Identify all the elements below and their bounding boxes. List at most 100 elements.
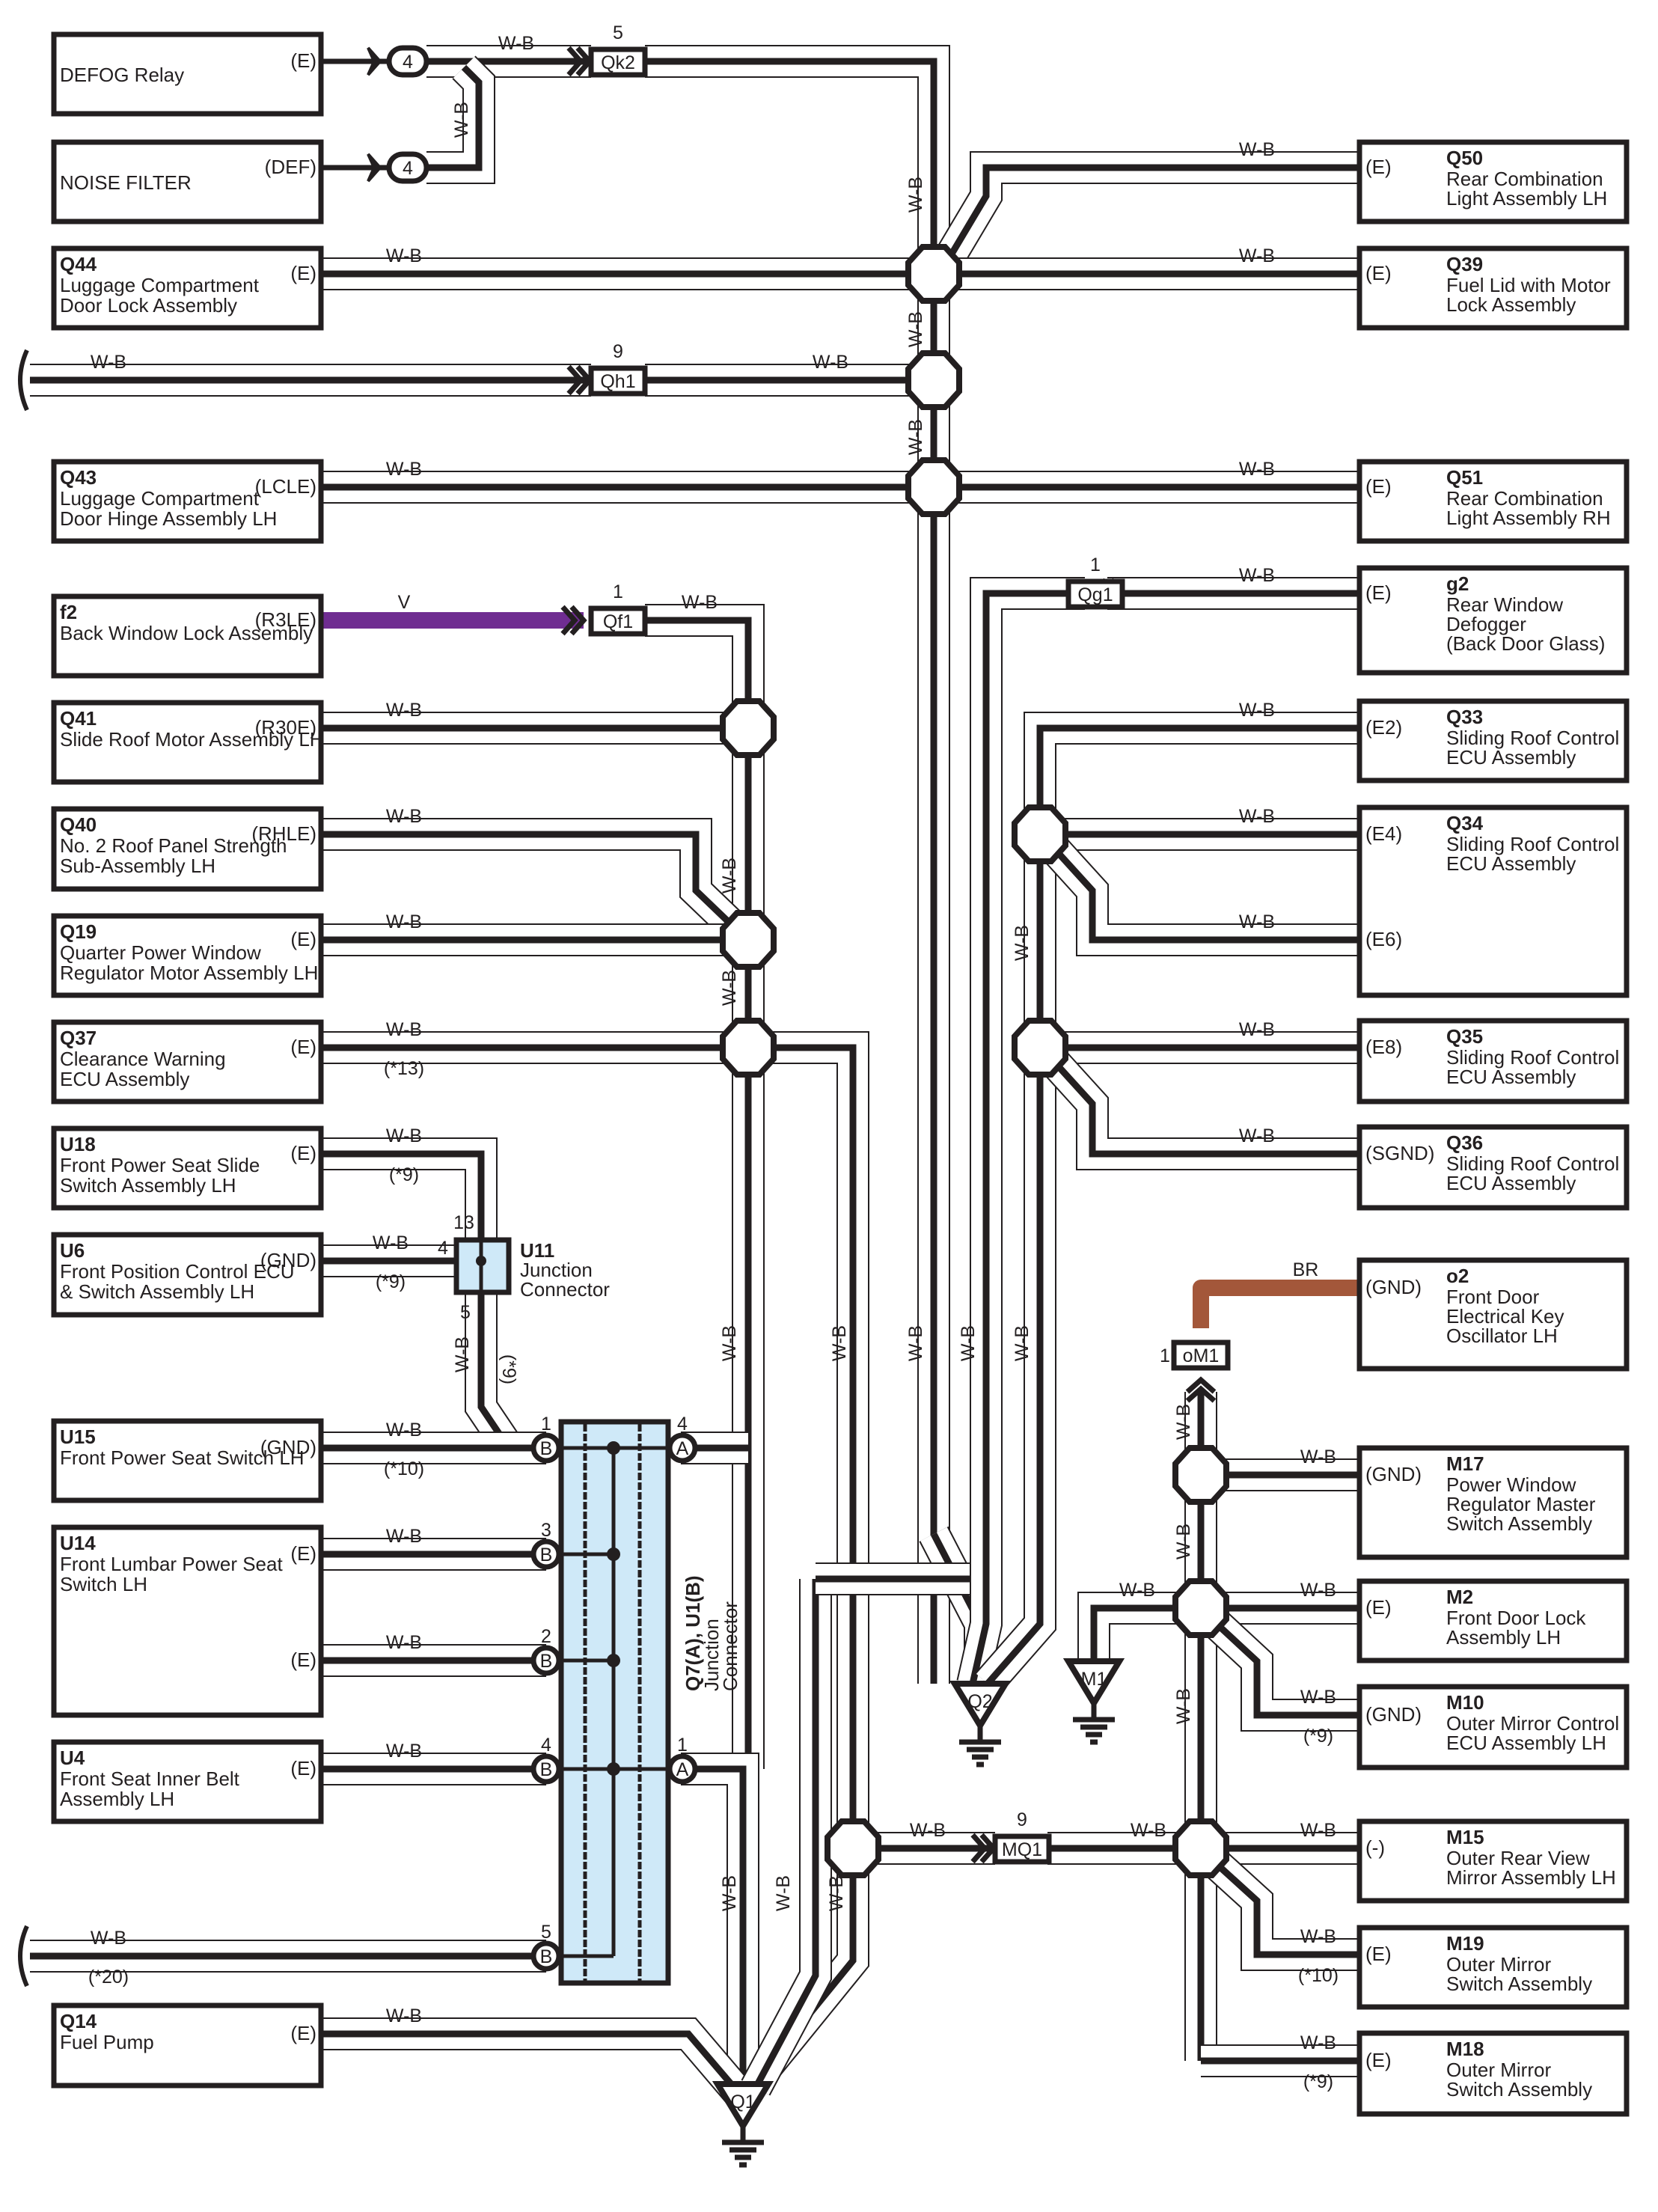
wire-q40[interactable]	[321, 831, 736, 929]
component-box[interactable]	[1356, 565, 1630, 676]
pin-connector[interactable]	[386, 45, 429, 78]
wire-m1[interactable]	[1090, 1604, 1201, 1661]
wire-left-trunk[interactable]	[645, 617, 752, 1769]
junction-pin-b[interactable]	[530, 1645, 562, 1676]
wire-q34-e6-gap	[1044, 839, 1359, 955]
junction-pin-b[interactable]	[530, 1432, 562, 1464]
component-box[interactable]	[51, 2002, 324, 2089]
junction-pin-a[interactable]	[667, 1753, 698, 1785]
component-box[interactable]	[51, 1418, 324, 1503]
component-name-line: Defogger	[1446, 613, 1526, 635]
wire-m10[interactable]	[1213, 1620, 1359, 1719]
component-box[interactable]	[1356, 804, 1630, 998]
component-box[interactable]	[1356, 2030, 1630, 2117]
component-box[interactable]	[1356, 698, 1630, 783]
wire-noise-join[interactable]	[426, 64, 483, 171]
connector-qk2-box[interactable]	[588, 46, 648, 78]
wire-main-trunk[interactable]	[645, 58, 937, 1684]
wire-q50[interactable]	[946, 164, 1359, 261]
connector-qg1-box[interactable]	[1065, 578, 1125, 610]
junction-q7-line: Junction	[700, 1619, 723, 1691]
wire-q7-pin1-q1[interactable]	[681, 1765, 747, 2080]
connector-qf1-box[interactable]	[588, 605, 648, 637]
component-box[interactable]	[1356, 1925, 1630, 2010]
wire-q36[interactable]	[1052, 1060, 1359, 1158]
component-box[interactable]	[51, 139, 324, 224]
component-box[interactable]	[51, 1019, 324, 1105]
junction-pin-b[interactable]	[530, 1940, 562, 1972]
junction-pin-a[interactable]	[667, 1432, 698, 1464]
connector-qh1-box[interactable]	[588, 365, 648, 397]
wire-u18[interactable]	[321, 1150, 485, 1257]
component-box[interactable]	[1356, 1124, 1630, 1211]
component-box[interactable]	[51, 1524, 324, 1718]
junction-pin-b[interactable]	[530, 1539, 562, 1570]
component-box[interactable]	[1356, 1257, 1630, 1372]
junction-pin-b[interactable]	[530, 1753, 562, 1785]
splice-point-11	[825, 1818, 881, 1878]
pin-connector[interactable]	[386, 151, 429, 184]
wire-qg1-q2[interactable]	[969, 590, 1085, 1684]
wire-q34-e6[interactable]	[1052, 846, 1359, 944]
component-box[interactable]	[1356, 1578, 1630, 1663]
connector-mq1-box[interactable]	[992, 1833, 1052, 1865]
wire-color-label: W-B	[905, 419, 926, 455]
component-box[interactable]	[51, 1739, 324, 1824]
component-box[interactable]	[1356, 459, 1630, 544]
component-box[interactable]	[51, 913, 324, 998]
wire-q14[interactable]	[321, 2030, 744, 2098]
wire-o2-brown[interactable]	[1193, 1280, 1359, 1328]
component-box[interactable]	[1356, 1684, 1630, 1770]
component-box[interactable]	[51, 806, 324, 892]
wire-m19[interactable]	[1213, 1860, 1359, 1958]
component-defog[interactable]: DEFOG Relay(E)	[51, 31, 324, 117]
wire-x1090-q1[interactable]	[753, 1579, 819, 2090]
component-box[interactable]	[51, 1232, 324, 1318]
connector-om1-box[interactable]	[1171, 1339, 1231, 1371]
splice-point-9	[1172, 1578, 1229, 1638]
pin-side: B	[540, 1946, 553, 1967]
component-box[interactable]	[1356, 139, 1630, 224]
component-box[interactable]	[51, 1125, 324, 1211]
component-box[interactable]	[1356, 1018, 1630, 1105]
component-noise[interactable]: NOISE FILTER(DEF)	[51, 139, 324, 224]
wire-q33-trunk[interactable]	[985, 724, 1359, 1686]
component-box[interactable]	[51, 31, 324, 117]
component-box[interactable]	[51, 245, 324, 331]
component-box[interactable]	[1356, 245, 1630, 331]
component-box[interactable]	[1356, 1818, 1630, 1904]
junction-u11-line: Junction	[520, 1259, 593, 1281]
component-box[interactable]	[51, 700, 324, 785]
component-box[interactable]	[51, 593, 324, 679]
component-box[interactable]	[51, 459, 324, 544]
component-box[interactable]	[1356, 1445, 1630, 1560]
